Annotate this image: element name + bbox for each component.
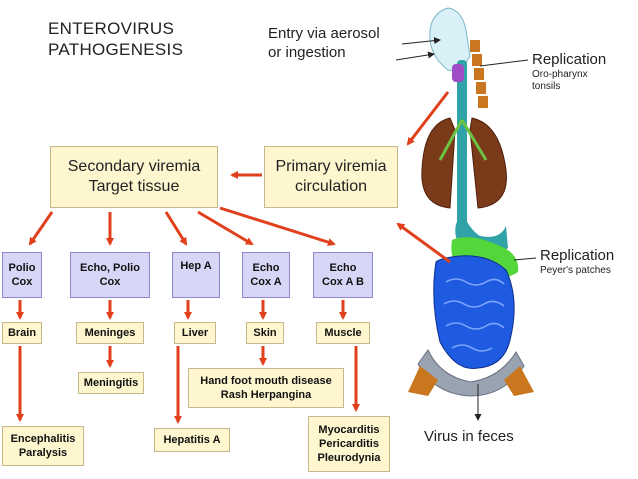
virus-4-line2: Cox A (250, 276, 282, 288)
virus-5-line1: Echo (329, 262, 357, 274)
virus-in-feces-label: Virus in feces (424, 428, 514, 445)
virus-3-line1: Hep A (180, 260, 212, 272)
virus-4-line1: Echo (252, 262, 280, 274)
replication-top-label: Replication Oro-pharynx tonsils (532, 50, 606, 93)
primary-viremia-line1: Primary viremia (275, 158, 387, 175)
entry-label: Entry via aerosol or ingestion (268, 24, 380, 62)
replication-top-sub2: tonsils (532, 81, 561, 92)
secondary-viremia-line1: Secondary viremia (67, 158, 201, 175)
disease-encephalitis: Encephalitis Paralysis (2, 426, 84, 466)
virus-box-5: Echo Cox A B (313, 252, 373, 298)
pointer-lines (395, 37, 537, 421)
virus-box-2: Echo, Polio Cox (70, 252, 150, 298)
right-lung (469, 117, 507, 209)
arrow-secondary-to-virus5 (219, 206, 336, 247)
intestines (433, 255, 515, 369)
arrow-intestine-to-primary (396, 222, 451, 264)
title-line1: ENTEROVIRUS (48, 19, 175, 38)
secondary-viremia-line2: Target tissue (88, 178, 180, 195)
hfmd-line1: Hand foot mouth disease (200, 375, 332, 387)
tissue-brain: Brain (2, 322, 42, 344)
tissue-muscle: Muscle (316, 322, 370, 344)
virus-box-4: Echo Cox A (242, 252, 290, 298)
encephalitis-line1: Encephalitis (10, 433, 76, 445)
encephalitis-line2: Paralysis (18, 447, 68, 459)
arrow-pharynx-to-primary (406, 91, 450, 146)
entry-line1: Entry via aerosol (268, 25, 380, 42)
arrow-secondary-to-virus4 (197, 210, 254, 246)
myo-line2: Pericarditis (319, 438, 379, 450)
spine-vertebrae (470, 40, 488, 108)
esophagus (457, 60, 467, 240)
virus-5-line2: Cox A B (322, 276, 364, 288)
left-lung (421, 117, 456, 209)
secondary-viremia-box: Secondary viremia Target tissue (50, 146, 218, 208)
tissue-skin: Skin (246, 322, 284, 344)
primary-viremia-line2: circulation (294, 178, 368, 195)
virus-1-line1: Polio (8, 262, 36, 274)
arrow-secondary-to-virus1 (28, 211, 54, 246)
tissue-liver: Liver (174, 322, 216, 344)
hfmd-line2: Rash Herpangina (220, 389, 312, 401)
hip-bones (408, 366, 534, 396)
replication-top-main: Replication (532, 51, 607, 68)
diagram-title: ENTEROVIRUS PATHOGENESIS (48, 18, 183, 60)
myo-line3: Pleurodynia (317, 452, 381, 464)
tissue-meninges: Meninges (76, 322, 144, 344)
title-line2: PATHOGENESIS (48, 40, 184, 59)
entry-line2: or ingestion (268, 44, 346, 61)
pelvis (417, 349, 525, 397)
disease-hfmd: Hand foot mouth disease Rash Herpangina (188, 368, 344, 408)
arrow-secondary-to-virus3 (164, 211, 188, 246)
virus-box-1: Polio Cox (2, 252, 42, 298)
virus-2-line2: Cox (99, 276, 121, 288)
disease-myocarditis: Myocarditis Pericarditis Pleurodynia (308, 416, 390, 472)
pharynx-tonsils (452, 64, 464, 82)
virus-2-line1: Echo, Polio (80, 262, 140, 274)
human-anatomy-figure (408, 7, 534, 397)
replication-top-sub1: Oro-pharynx (532, 69, 588, 80)
replication-bottom-label: Replication Peyer's patches (540, 246, 614, 277)
bronchi (438, 119, 488, 161)
virus-1-line2: Cox (11, 276, 33, 288)
flow-arrows (16, 91, 451, 424)
virus-box-3: Hep A (172, 252, 220, 298)
intestine-folds (443, 278, 505, 352)
replication-bottom-main: Replication (540, 247, 615, 264)
head-outline (429, 7, 471, 73)
primary-viremia-box: Primary viremia circulation (264, 146, 398, 208)
disease-hepatitis: Hepatitis A (154, 428, 230, 452)
replication-bottom-sub: Peyer's patches (540, 265, 611, 276)
myo-line1: Myocarditis (318, 424, 380, 436)
disease-meningitis: Meningitis (78, 372, 144, 394)
